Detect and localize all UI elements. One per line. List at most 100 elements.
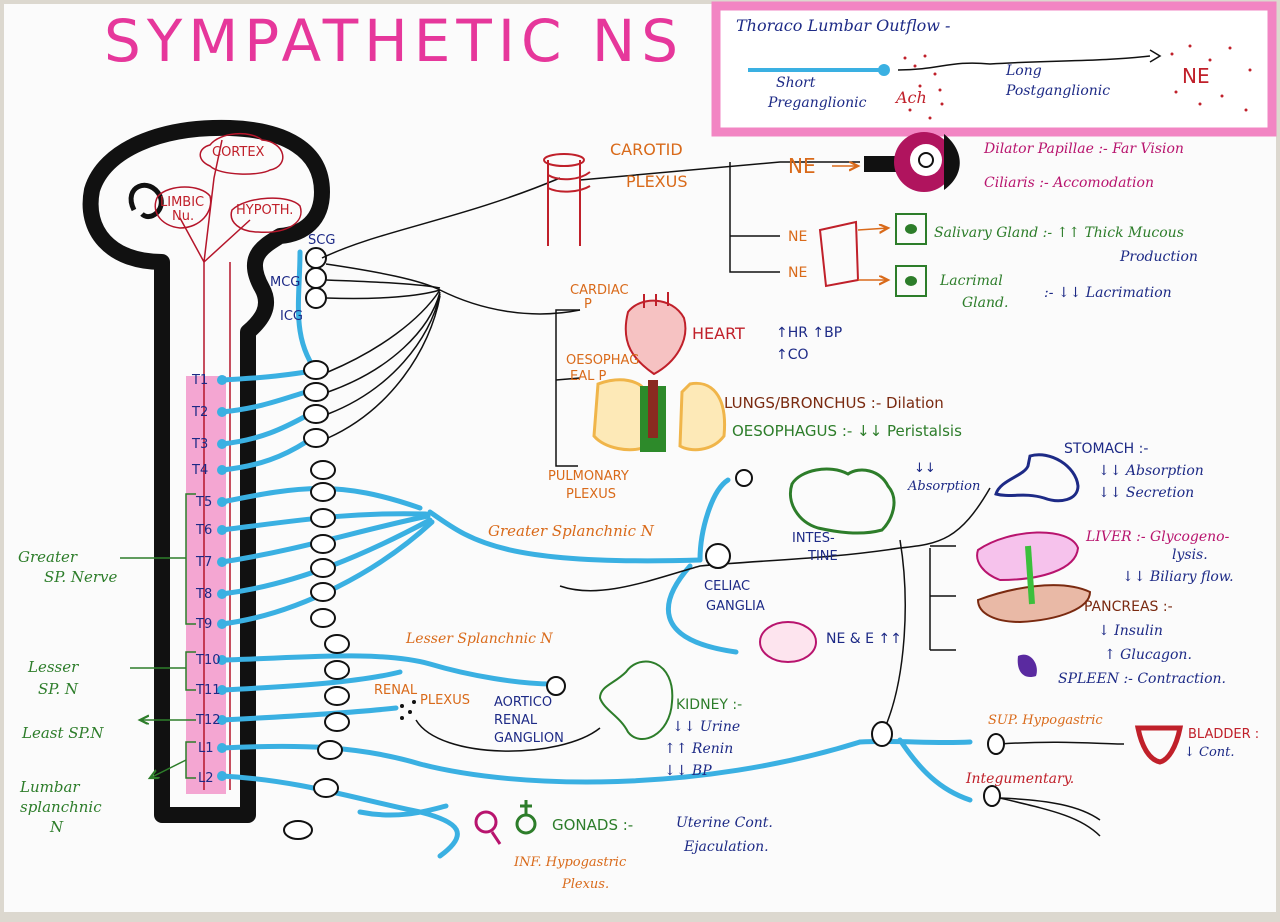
- limbic-nu-label: Nu.: [172, 209, 195, 224]
- segment-label: T6: [196, 523, 213, 538]
- cortex-label: CORTEX: [212, 145, 265, 160]
- lacrimal-effect: :- ↓↓ Lacrimation: [1044, 285, 1172, 301]
- greater-sp-label-1: Greater: [18, 548, 78, 566]
- liver-text: LIVER :- Glycogeno-: [1086, 529, 1230, 545]
- segment-label: T11: [196, 683, 221, 698]
- celiac-label-1: CELIAC: [704, 579, 751, 594]
- kidney-effect-3: ↓↓ BP: [664, 763, 712, 779]
- pulmonary-label-1: PULMONARY: [548, 469, 629, 484]
- pancreas-effect-1: ↓ Insulin: [1098, 623, 1163, 639]
- kidney-label: KIDNEY :-: [676, 697, 743, 713]
- pancreas-label: PANCREAS :-: [1084, 599, 1173, 615]
- bladder-drawing: [1134, 725, 1184, 765]
- lumbar-sp-label-2: splanchnic: [20, 798, 102, 816]
- ne-label: NE: [1182, 64, 1210, 88]
- lumbar-sp-label-1: Lumbar: [20, 778, 80, 796]
- heart-effect-2: ↑CO: [776, 347, 809, 363]
- pulmonary-label-2: PLEXUS: [566, 487, 616, 502]
- intestine-label-1: INTES-: [792, 531, 835, 546]
- adrenal-drawing: [759, 621, 817, 663]
- intestine-drawing: [789, 467, 896, 535]
- cardiac-label-1: CARDIAC: [570, 283, 629, 298]
- segment-label: T9: [196, 617, 213, 632]
- ne-eye-label: NE: [788, 154, 816, 178]
- sup-hypogastric-label: SUP. Hypogastric: [988, 713, 1103, 728]
- renal-plexus-label-1: RENAL: [374, 683, 418, 698]
- segment-label: T12: [196, 713, 221, 728]
- absorption-arrows: ↓↓: [914, 461, 936, 476]
- page-title: SYMPATHETIC NS: [104, 7, 685, 75]
- mcg-label: MCG: [270, 275, 301, 290]
- renal-plexus-label-2: PLEXUS: [420, 693, 470, 708]
- aortico-renal-label-3: GANGLION: [494, 731, 564, 746]
- left-brackets: [120, 493, 196, 778]
- segment-label: L1: [198, 741, 214, 756]
- icg-label: ICG: [280, 309, 303, 324]
- lacrimal-label-1: Lacrimal: [940, 273, 1003, 289]
- preganglionic-label: Preganglionic: [768, 95, 867, 111]
- stomach-label: STOMACH :-: [1064, 441, 1149, 457]
- gonads-label: GONADS :-: [552, 816, 634, 834]
- brain-spinal-cord-outline: [82, 119, 330, 823]
- hypoth-label: HYPOTH.: [236, 203, 294, 218]
- segment-label: T3: [192, 437, 209, 452]
- ach-dots: [903, 54, 944, 120]
- adrenal-effect: NE & E ↑↑: [826, 631, 902, 647]
- limbic-label: LIMBIC: [160, 195, 205, 210]
- lumbar-sp-label-3: N: [50, 818, 64, 836]
- aortico-renal-label-1: AORTICO: [494, 695, 553, 710]
- outflow-heading: Thoraco Lumbar Outflow -: [736, 16, 951, 35]
- cardiac-label-2: P: [584, 297, 592, 312]
- heart-effect-1: ↑HR ↑BP: [776, 325, 843, 341]
- segment-label: L2: [198, 771, 214, 786]
- ne-lacrimal-label: NE: [788, 265, 808, 281]
- salivary-text: Salivary Gland :- ↑↑ Thick Mucous: [934, 225, 1184, 241]
- chain-ganglia: [283, 247, 350, 840]
- heart-drawing: [624, 292, 687, 376]
- gonad-symbols: [474, 800, 537, 845]
- inf-hypogastric-label-1: INF. Hypogastric: [514, 855, 627, 870]
- segment-dots: [217, 375, 227, 781]
- postganglionic-lines: [321, 161, 1125, 837]
- lungs-text: LUNGS/BRONCHUS :- Dilation: [724, 394, 944, 412]
- inf-hypogastric-label-2: Plexus.: [562, 877, 610, 892]
- ne-dots: [1170, 44, 1252, 112]
- short-label: Short: [776, 75, 816, 91]
- gonads-effect-1: Uterine Cont.: [676, 815, 773, 831]
- ne-salivary-label: NE: [788, 229, 808, 245]
- lungs-drawing: [592, 378, 727, 452]
- segment-label: T1: [192, 373, 209, 388]
- oesophageal-label-1: OESOPHAG: [566, 353, 640, 368]
- eye-drawing: [864, 132, 960, 192]
- oesophagus-text: OESOPHAGUS :- ↓↓ Peristalsis: [732, 422, 962, 440]
- ach-label: Ach: [896, 88, 927, 107]
- long-label: Long: [1006, 63, 1042, 79]
- scg-label: SCG: [308, 233, 336, 248]
- hypothalamic-tracts: [154, 133, 302, 790]
- kidney-drawing: [598, 660, 674, 740]
- aortico-renal-label-2: RENAL: [494, 713, 538, 728]
- lesser-sp-label-2: SP. N: [38, 680, 78, 698]
- gland-drawings: [818, 166, 927, 297]
- segment-label: T4: [192, 463, 209, 478]
- heart-label: HEART: [692, 324, 745, 343]
- integumentary-label: Integumentary.: [966, 771, 1075, 787]
- stomach-effect-2: ↓↓ Secretion: [1098, 485, 1195, 501]
- ciliaris-text: Ciliaris :- Accomodation: [984, 175, 1154, 191]
- spleen-text: SPLEEN :- Contraction.: [1058, 671, 1227, 687]
- segment-label: T7: [196, 555, 213, 570]
- segment-label: T8: [196, 587, 213, 602]
- greater-splanchnic-label: Greater Splanchnic N: [488, 522, 654, 540]
- absorption-label: Absorption: [908, 479, 981, 494]
- postganglionic-label: Postganglionic: [1006, 83, 1111, 99]
- kidney-effect-2: ↑↑ Renin: [664, 741, 734, 757]
- stomach-effect-1: ↓↓ Absorption: [1098, 463, 1204, 479]
- lacrimal-label-2: Gland.: [962, 295, 1009, 311]
- dilator-text: Dilator Papillae :- Far Vision: [984, 141, 1184, 157]
- carotid-label-2: PLEXUS: [626, 172, 688, 191]
- kidney-effect-1: ↓↓ Urine: [672, 719, 741, 735]
- spleen-drawing: [1017, 654, 1037, 678]
- carotid-label-1: CAROTID: [610, 140, 683, 159]
- least-sp-label: Least SP.N: [22, 724, 104, 742]
